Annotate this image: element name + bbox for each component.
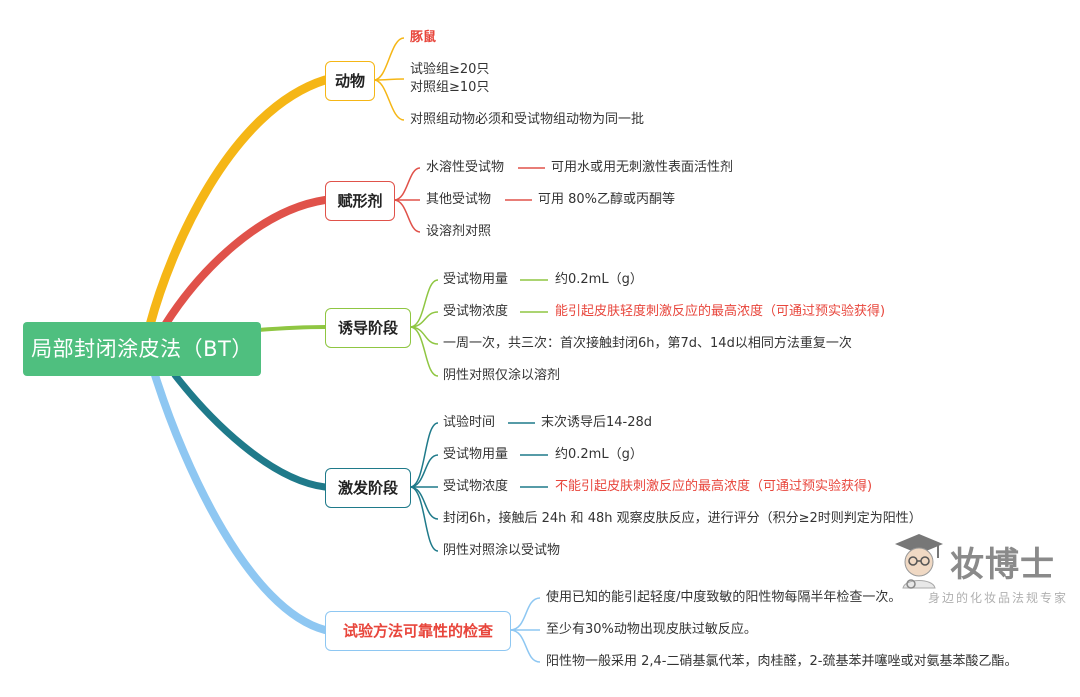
leaf-reliability-threshold: 至少有30%动物出现皮肤过敏反应。: [546, 622, 757, 637]
leaf-induction-dose: 受试物用量: [443, 272, 509, 287]
leaf-animal-guinea-pig: 豚鼠: [410, 30, 437, 45]
doctor-avatar-icon: [895, 534, 943, 589]
leaf-challenge-concentration: 受试物浓度: [443, 479, 509, 494]
connector-challenge: [171, 371, 329, 491]
leaf-challenge-dose-detail: 约0.2mL（g）: [555, 447, 643, 462]
connector-reliability: [151, 371, 329, 634]
leaf-challenge-dose: 受试物用量: [443, 447, 509, 462]
branch-challenge[interactable]: 激发阶段: [325, 468, 411, 508]
connector-induction: [256, 325, 327, 332]
watermark-title: 妆博士: [950, 545, 1055, 585]
leaf-induction-negative-control: 阴性对照仅涂以溶剂: [443, 368, 561, 383]
connector-excipient: [161, 196, 329, 329]
leaf-animal-group-size: 试验组≥20只 对照组≥10只: [410, 62, 490, 95]
connector-animal: [145, 75, 330, 330]
watermark-subtitle: 身边的化妆品法规专家: [928, 591, 1069, 605]
leaf-reliability-positive-agents: 阳性物一般采用 2,4-二硝基氯代苯，肉桂醛，2-巯基苯并噻唑或对氨基苯酸乙酯。: [546, 654, 1018, 669]
leaf-excipient-water-soluble-detail: 可用水或用无刺激性表面活性剂: [551, 160, 734, 175]
leaf-challenge-time-detail: 末次诱导后14-28d: [541, 415, 653, 430]
leaf-excipient-water-soluble: 水溶性受试物: [426, 160, 505, 175]
leaf-excipient-other: 其他受试物: [426, 192, 492, 207]
leaf-induction-dose-detail: 约0.2mL（g）: [555, 272, 643, 287]
leaf-induction-concentration-detail: 能引起皮肤轻度刺激反应的最高浓度（可通过预实验获得): [555, 304, 886, 319]
branch-induction[interactable]: 诱导阶段: [325, 308, 411, 348]
leaf-animal-same-batch: 对照组动物必须和受试物组动物为同一批: [410, 112, 645, 127]
leaf-challenge-time: 试验时间: [443, 415, 496, 430]
leaf-challenge-concentration-detail: 不能引起皮肤刺激反应的最高浓度（可通过预实验获得): [555, 479, 873, 494]
root-node[interactable]: 局部封闭涂皮法（BT）: [23, 322, 261, 376]
leaf-excipient-other-detail: 可用 80%乙醇或丙酮等: [538, 192, 676, 207]
leaf-induction-concentration: 受试物浓度: [443, 304, 509, 319]
leaf-induction-schedule: 一周一次，共三次：首次接触封闭6h，第7d、14d以相同方法重复一次: [443, 336, 852, 351]
branch-reliability[interactable]: 试验方法可靠性的检查: [325, 611, 511, 651]
leaf-reliability-frequency: 使用已知的能引起轻度/中度致敏的阳性物每隔半年检查一次。: [546, 590, 902, 605]
leaf-excipient-solvent-control: 设溶剂对照: [426, 224, 492, 239]
branch-excipient[interactable]: 赋形剂: [325, 181, 395, 221]
branch-animal[interactable]: 动物: [325, 61, 375, 101]
leaf-challenge-negative-control: 阴性对照涂以受试物: [443, 543, 561, 558]
leaf-challenge-observation: 封闭6h，接触后 24h 和 48h 观察皮肤反应，进行评分（积分≥2时则判定为…: [443, 511, 922, 526]
